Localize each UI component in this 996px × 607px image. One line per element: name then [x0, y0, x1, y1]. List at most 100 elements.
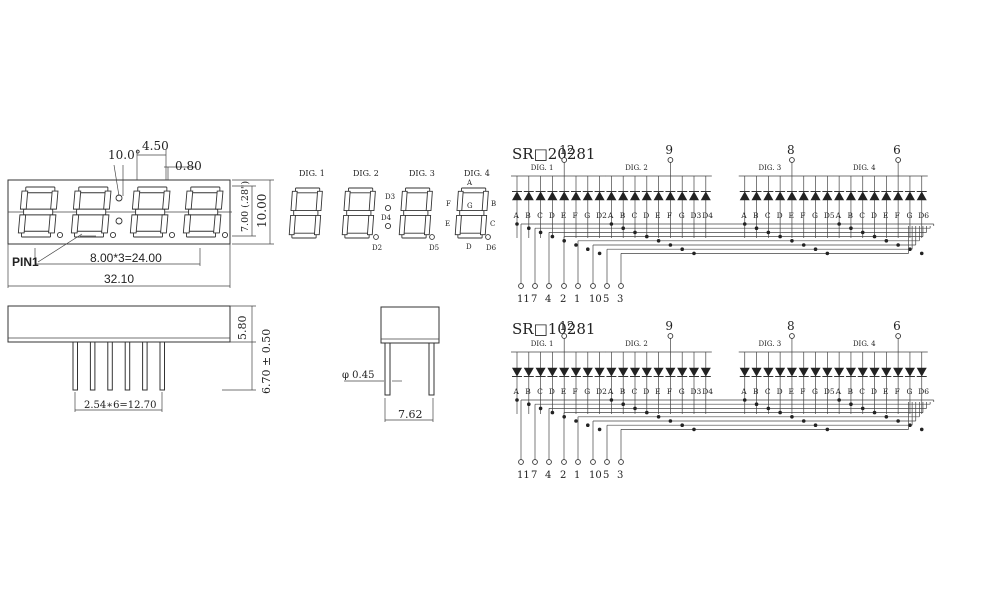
led-diode: [869, 367, 880, 377]
junction-dot: [919, 427, 924, 432]
junction-dot: [849, 402, 853, 407]
seg-letter-b: B: [491, 200, 496, 208]
bottom-pin-terminal: [561, 459, 567, 465]
led-diode: [653, 367, 664, 377]
segment-terminal-label: G: [812, 387, 818, 396]
junction-dot: [896, 419, 900, 423]
segment-terminal-label: E: [655, 211, 660, 220]
junction-dot: [872, 234, 877, 239]
led-diode: [653, 191, 664, 201]
segment-terminal-label: E: [883, 211, 888, 220]
map-digit-3: [398, 187, 433, 239]
junction-dot: [574, 243, 578, 247]
seg-letter-f: F: [446, 200, 451, 208]
junction-dot: [790, 239, 794, 243]
segment: [400, 190, 408, 212]
segment-terminal-label: C: [537, 387, 543, 396]
led-diode: [523, 191, 534, 201]
led-diode: [893, 367, 904, 377]
digit-label-1: DIG. 1: [299, 169, 325, 178]
end-view: φ 0.45 7.62: [342, 306, 440, 422]
bottom-pin-number: 11: [517, 470, 530, 481]
seg-letter-c: C: [490, 220, 495, 228]
segment-terminal-label: E: [561, 211, 566, 220]
segment-map: DIG. 1 DIG. 2 DIG. 3 DIG. 4 D3 D4 D2 D5 …: [288, 169, 497, 252]
led-diode: [559, 191, 570, 201]
segment: [346, 210, 372, 216]
common-pin-number: 12: [559, 143, 574, 157]
segment-terminal-label: A: [607, 387, 614, 396]
junction-dot: [860, 406, 865, 411]
segment-terminal-label: F: [667, 211, 672, 220]
segment-terminal-label: D: [643, 387, 649, 396]
led-diode: [751, 367, 762, 377]
segment: [343, 190, 351, 212]
center-dot-lower: [115, 217, 123, 225]
junction-dot: [692, 251, 696, 256]
segment-terminal-label: F: [895, 387, 900, 396]
bottom-pin-number: 2: [560, 470, 566, 481]
led-diode: [881, 191, 892, 201]
led-diode: [629, 191, 641, 201]
segment-terminal-label: B: [620, 387, 626, 396]
led-diode: [700, 191, 711, 201]
junction-dot: [633, 230, 637, 235]
junction-dot: [680, 423, 684, 428]
side-body-outline: [7, 305, 231, 343]
segment: [293, 210, 319, 216]
segment: [17, 214, 27, 234]
bottom-pin-terminal: [604, 459, 610, 465]
bottom-pin-number: 10: [589, 294, 602, 305]
segment-terminal-label: C: [765, 387, 771, 396]
segment-terminal-label: A: [513, 387, 520, 396]
segment: [454, 214, 462, 236]
seg-letter-a: A: [466, 179, 473, 187]
segment-terminal-label: F: [800, 387, 805, 396]
segment: [368, 190, 376, 212]
junction-dot: [742, 398, 747, 402]
bottom-pin-terminal: [618, 283, 624, 289]
bottom-pin-number: 3: [617, 470, 623, 481]
segment-terminal-label: F: [667, 387, 672, 396]
common-pin-number: 6: [893, 319, 901, 333]
led-diode: [547, 367, 558, 377]
segment: [131, 190, 141, 210]
group-label: DIG. 1: [531, 164, 554, 172]
dot-label-d3: D3: [385, 193, 395, 201]
segment-width-label: 4.50: [142, 139, 169, 153]
bottom-pin-terminal: [532, 283, 538, 289]
led-diode: [739, 367, 750, 377]
junction-dot: [778, 234, 782, 239]
segment: [405, 187, 431, 194]
group-label: DIG. 1: [531, 340, 554, 348]
junction-dot: [908, 423, 912, 428]
bottom-pin-number: 4: [545, 294, 551, 305]
led-diode: [881, 367, 892, 377]
led-diode: [570, 367, 582, 377]
segment-terminal-label: G: [906, 211, 912, 220]
segment-terminal-label: G: [584, 387, 590, 396]
led-diode: [606, 191, 617, 201]
led-diode: [822, 191, 833, 201]
segment: [461, 187, 487, 194]
segment-terminal-label: D: [777, 211, 783, 220]
segment-terminal-label: C: [632, 387, 638, 396]
bottom-pin-terminal: [604, 283, 610, 289]
segment: [315, 190, 323, 212]
led-diode: [763, 191, 774, 201]
segment: [78, 186, 109, 194]
segment-terminal-label: D3: [691, 211, 702, 220]
segment-terminal-label: B: [753, 211, 759, 220]
junction-dot: [645, 234, 649, 239]
bottom-pin-number: 1: [574, 294, 580, 305]
segment: [291, 232, 317, 239]
segment: [19, 190, 29, 210]
dot-label-d2: D2: [372, 244, 382, 252]
segment: [313, 214, 322, 236]
segment: [133, 230, 163, 238]
junction-dot: [801, 419, 806, 423]
pin: [124, 341, 131, 391]
segment-terminal-label: A: [740, 387, 747, 396]
